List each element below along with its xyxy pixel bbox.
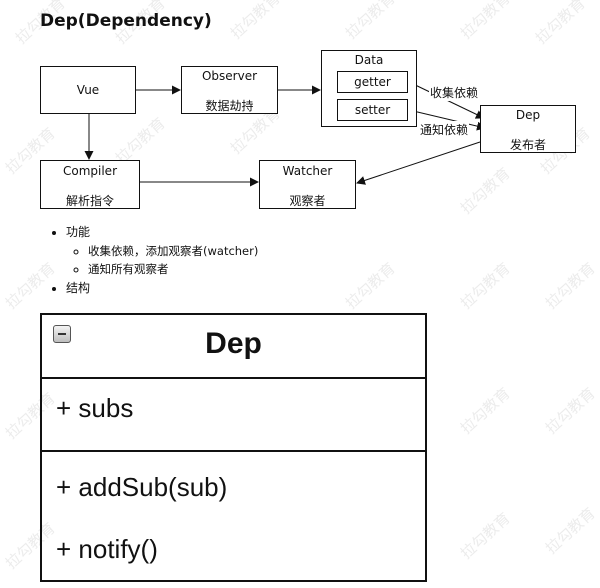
- edge-label-collect: 收集依赖: [429, 84, 480, 101]
- setter-box: setter: [337, 99, 408, 121]
- compiler-node: Compiler 解析指令: [40, 160, 140, 209]
- compiler-label: Compiler: [62, 164, 117, 178]
- watermark: 拉勾教育: [457, 259, 514, 313]
- watermark: 拉勾教育: [457, 384, 514, 438]
- watermark: 拉勾教育: [457, 509, 514, 563]
- getter-box: getter: [337, 71, 408, 93]
- list-item-label: 功能: [66, 225, 91, 239]
- watermark: 拉勾教育: [542, 504, 599, 558]
- data-label: Data: [354, 53, 384, 67]
- uml-header: Dep: [42, 315, 425, 379]
- observer-label: Observer: [201, 69, 258, 83]
- uml-class-box: Dep + subs + addSub(sub) + notify(): [40, 313, 427, 582]
- list-item-structure: 结构: [66, 278, 258, 298]
- edge-setter-dep: [408, 109, 486, 131]
- uml-class-name: Dep: [205, 327, 262, 360]
- dep-label: Dep: [515, 108, 541, 122]
- list-item-feature: 功能 收集依赖，添加观察者(watcher) 通知所有观察者: [66, 222, 258, 278]
- compiler-desc: 解析指令: [65, 194, 114, 208]
- observer-desc: 数据劫持: [205, 99, 254, 113]
- sub-list: 收集依赖，添加观察者(watcher) 通知所有观察者: [66, 242, 258, 278]
- uml-methods: + addSub(sub) + notify(): [42, 450, 425, 580]
- page-title: Dep(Dependency): [40, 11, 212, 31]
- vue-node: Vue: [40, 66, 136, 114]
- vue-label: Vue: [76, 83, 100, 97]
- observer-node: Observer 数据劫持: [181, 66, 278, 114]
- watcher-desc: 观察者: [289, 194, 326, 208]
- collapse-icon[interactable]: [53, 325, 71, 343]
- dep-node: Dep 发布者: [480, 105, 576, 153]
- uml-method: + addSub(sub): [56, 472, 228, 502]
- setter-label: setter: [354, 103, 391, 117]
- watermark: 拉勾教育: [542, 259, 599, 313]
- getter-label: getter: [354, 75, 391, 89]
- uml-attributes: + subs: [42, 377, 425, 452]
- edge-label-notify: 通知依赖: [419, 121, 470, 138]
- edge-dep-watcher: [356, 141, 481, 185]
- watermark: 拉勾教育: [542, 384, 599, 438]
- uml-method: + notify(): [56, 534, 158, 564]
- uml-attribute: + subs: [56, 393, 134, 423]
- watcher-label: Watcher: [282, 164, 333, 178]
- watcher-node: Watcher 观察者: [259, 160, 356, 209]
- feature-list: 功能 收集依赖，添加观察者(watcher) 通知所有观察者 结构: [48, 222, 258, 298]
- list-item: 收集依赖，添加观察者(watcher): [88, 242, 258, 260]
- dep-desc: 发布者: [509, 138, 546, 152]
- watermark: 拉勾教育: [342, 259, 399, 313]
- list-item: 通知所有观察者: [88, 260, 258, 278]
